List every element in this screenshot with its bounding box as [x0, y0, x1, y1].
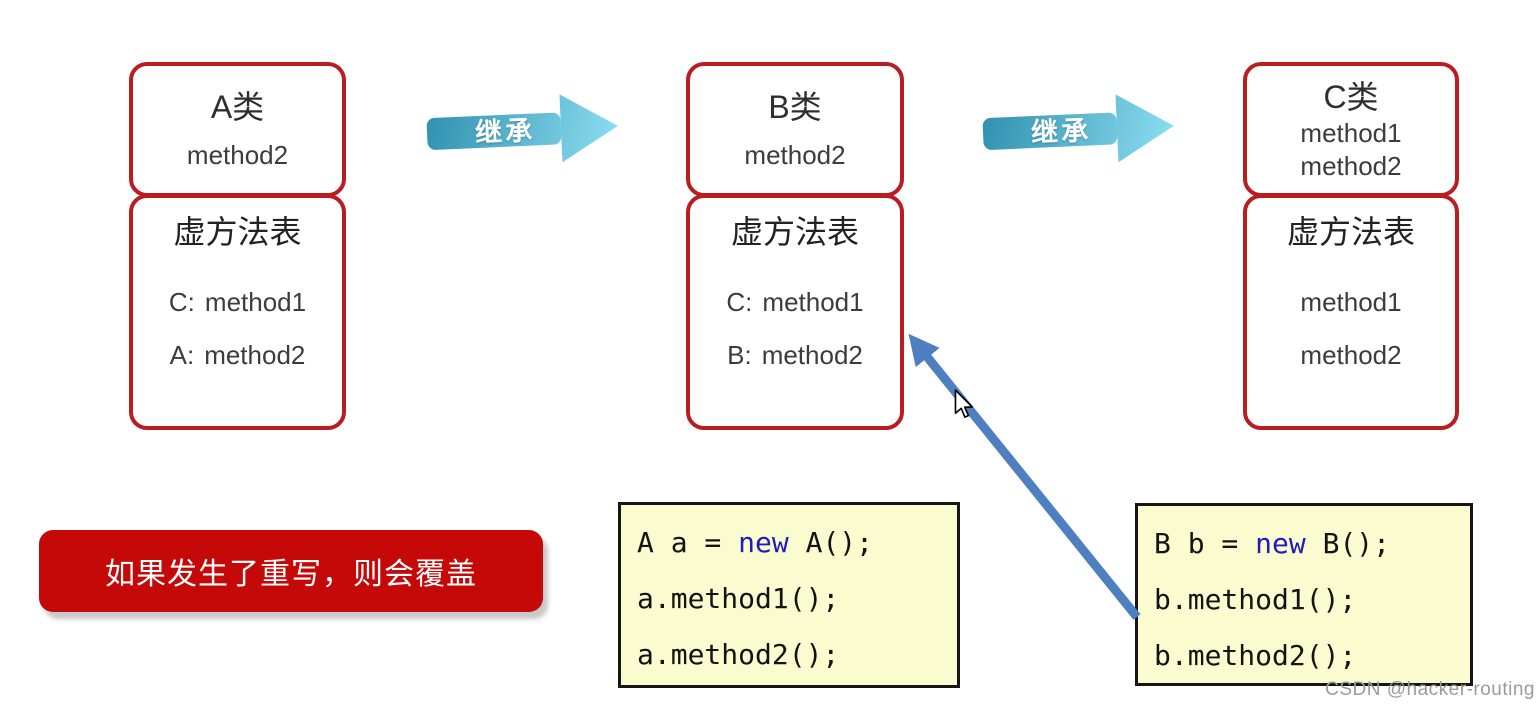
- code-keyword: new: [738, 526, 789, 559]
- class-b-box: B类 method2: [686, 62, 904, 197]
- vtable-entry-name: method1: [204, 287, 307, 317]
- vtable-entry-name: method2: [204, 340, 306, 370]
- code-keyword: new: [1255, 527, 1306, 560]
- code-line: b.method1();: [1154, 583, 1470, 621]
- inherit-arrow-1: 继承: [423, 86, 622, 174]
- vtable-entry-name: method1: [762, 287, 864, 317]
- class-b-vtable-box: 虚方法表 C: method1 B: method2: [686, 194, 904, 430]
- vtable-entries: C: method1 A: method2: [133, 286, 342, 371]
- code-text: a.method1();: [637, 582, 840, 615]
- vtable-entry: B: method2: [727, 339, 863, 371]
- code-text: a.method2();: [637, 638, 840, 671]
- vtable-entry-name: method2: [1300, 340, 1402, 370]
- class-c-box: C类 method1 method2: [1243, 62, 1459, 197]
- vtable-entry: C: method1: [726, 286, 863, 318]
- class-a-vtable-box: 虚方法表 C: method1 A: method2: [129, 194, 346, 430]
- vtable-entry-name: method2: [761, 340, 863, 370]
- class-a-box: A类 method2: [129, 62, 346, 197]
- inherit-arrow-icon: [426, 94, 618, 163]
- vtable-entry-prefix: C:: [168, 287, 195, 317]
- class-c-title: C类: [1323, 78, 1379, 115]
- class-a-title: A类: [210, 89, 265, 125]
- vtable-entry: C: method1: [169, 286, 306, 318]
- code-line: b.method2();: [1154, 639, 1470, 677]
- inherit-arrow-label: 继承: [1030, 115, 1092, 149]
- vtable-entries: method1 method2: [1247, 286, 1455, 371]
- code-line: a.method2();: [637, 638, 957, 676]
- class-a-group: A类 method2 虚方法表 C: method1 A: method2: [129, 62, 346, 430]
- code-text: A();: [788, 526, 874, 559]
- class-c-method: method1: [1300, 117, 1402, 148]
- code-text: b.method1();: [1154, 583, 1357, 616]
- class-b-title: B类: [768, 89, 822, 125]
- watermark: CSDN @hacker-routing: [1325, 679, 1535, 700]
- banner-text: 如果发生了重写，则会覆盖: [105, 558, 477, 591]
- vtable-entry-name: method1: [1300, 287, 1402, 317]
- overwrite-note-banner: 如果发生了重写，则会覆盖: [39, 530, 543, 612]
- vtable-entry-prefix: A:: [169, 340, 195, 370]
- mouse-cursor-icon: [954, 389, 974, 418]
- code-text: A a =: [637, 526, 739, 559]
- code-line: B b = new B();: [1154, 527, 1470, 565]
- code-box-a: A a = new A(); a.method1(); a.method2();: [618, 502, 960, 688]
- vtable-entry-prefix: C:: [726, 287, 753, 317]
- vtable-entry: method1: [1300, 286, 1401, 318]
- vtable-entry: method2: [1300, 339, 1401, 371]
- vtable-title: 虚方法表: [1286, 214, 1415, 250]
- code-line: A a = new A();: [637, 526, 957, 564]
- code-text: b.method2();: [1154, 639, 1357, 672]
- class-c-method: method2: [1300, 150, 1402, 181]
- code-line: a.method1();: [637, 582, 957, 620]
- inherit-arrow-label: 继承: [474, 115, 536, 149]
- vtable-title: 虚方法表: [173, 214, 302, 250]
- vtable-entry-prefix: B:: [727, 340, 752, 370]
- code-box-b: B b = new B(); b.method1(); b.method2();: [1135, 503, 1473, 686]
- inherit-arrow-icon: [982, 94, 1174, 163]
- code-text: B();: [1305, 527, 1391, 560]
- class-a-method: method2: [186, 140, 289, 170]
- vtable-entries: C: method1 B: method2: [690, 286, 900, 371]
- code-text: B b =: [1154, 527, 1256, 560]
- class-c-vtable-box: 虚方法表 method1 method2: [1243, 194, 1459, 430]
- vtable-entry: A: method2: [170, 339, 306, 371]
- class-c-group: C类 method1 method2 虚方法表 method1 method2: [1243, 62, 1459, 430]
- vtable-title: 虚方法表: [730, 214, 859, 250]
- class-b-method: method2: [744, 140, 846, 170]
- class-b-group: B类 method2 虚方法表 C: method1 B: method2: [686, 62, 904, 430]
- inherit-arrow-2: 继承: [979, 86, 1178, 174]
